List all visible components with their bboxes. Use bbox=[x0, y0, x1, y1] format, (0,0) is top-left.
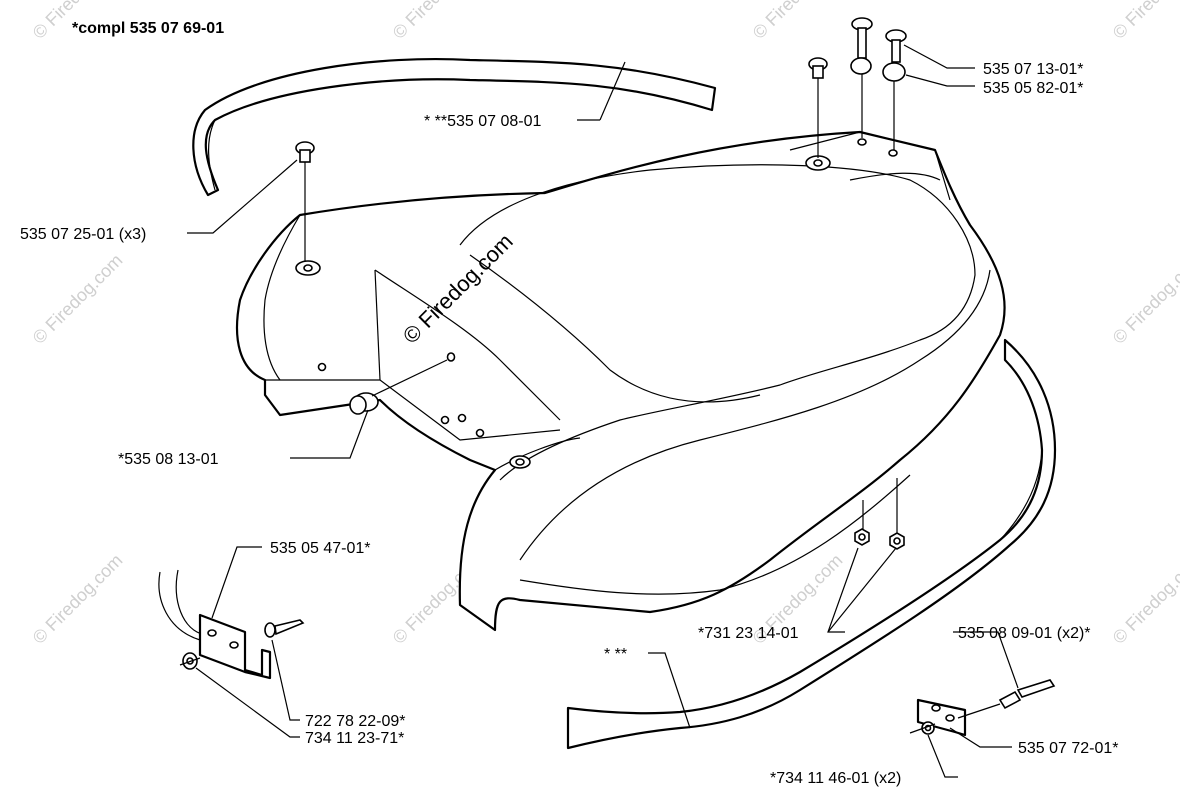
callout-nut-top: 535 05 82-01* bbox=[983, 80, 1084, 97]
watermark: © Firedog.com bbox=[1109, 250, 1180, 348]
bottom-strip bbox=[566, 338, 1057, 750]
callout-plate-right: 535 07 72-01* bbox=[1018, 740, 1119, 757]
main-housing bbox=[236, 130, 1006, 632]
top-strip bbox=[192, 57, 717, 197]
nut-icon bbox=[889, 478, 905, 550]
watermark: © Firedog.com bbox=[29, 250, 127, 348]
callout-strip-bottom: * ** bbox=[604, 646, 627, 663]
hardware bbox=[295, 17, 907, 550]
watermark: © Firedog.com bbox=[29, 550, 127, 648]
callout-bracket: 535 05 47-01* bbox=[270, 540, 371, 557]
watermark: © Firedog.com bbox=[1109, 0, 1180, 43]
callout-washer-left: 734 11 23-71* bbox=[305, 730, 404, 747]
callout-strip-top: * **535 07 08-01 bbox=[424, 113, 542, 130]
watermark: © Firedog.com bbox=[1109, 550, 1180, 648]
callout-nuts-bottom: *731 23 14-01 bbox=[698, 625, 799, 642]
screw-icon bbox=[295, 141, 315, 262]
callout-washer-right-x2: *734 11 46-01 (x2) bbox=[770, 770, 901, 787]
callout-knob-top: 535 07 13-01* bbox=[983, 61, 1084, 78]
callout-screw-right-x2: 535 08 09-01 (x2)* bbox=[958, 625, 1091, 642]
callout-plug-side: *535 08 13-01 bbox=[118, 451, 219, 468]
watermark: © Firedog.com bbox=[749, 0, 847, 43]
bracket-assembly bbox=[158, 569, 305, 680]
nut-icon bbox=[854, 500, 870, 546]
watermark: © Firedog.com bbox=[389, 0, 487, 43]
plate-assembly bbox=[909, 679, 1056, 737]
assembly-title: *compl 535 07 69-01 bbox=[72, 20, 224, 37]
knob-icon bbox=[850, 17, 873, 138]
callout-labels: * **535 07 08-01 535 07 25-01 (x3) *535 … bbox=[20, 61, 1119, 787]
callout-screw-x3: 535 07 25-01 (x3) bbox=[20, 226, 146, 243]
knob-icon bbox=[882, 29, 907, 150]
screw-icon bbox=[808, 57, 828, 158]
leader-lines bbox=[187, 44, 1019, 778]
callout-pin-left: 722 78 22-09* bbox=[305, 713, 406, 730]
plug-icon bbox=[349, 359, 448, 415]
